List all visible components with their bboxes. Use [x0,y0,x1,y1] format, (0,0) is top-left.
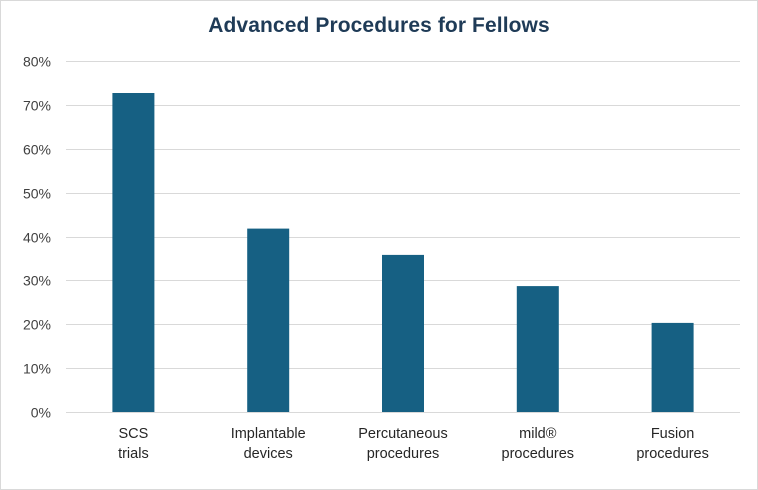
x-category-label-line: procedures [502,446,575,462]
bar-3 [516,286,559,412]
x-category-label-line: devices [244,446,293,462]
x-category-label-line: Fusion [651,426,695,442]
y-tick-label-80: 80% [23,54,51,70]
x-category-label-line: SCS [118,426,148,442]
x-category-label-line: mild® [519,426,557,442]
bar-1 [247,228,290,412]
chart-title: Advanced Procedures for Fellows [208,14,550,37]
x-category-label-line: Implantable [231,426,306,442]
y-tick-label-10: 10% [23,361,51,377]
y-tick-label-0: 0% [31,405,51,421]
y-tick-label-60: 60% [23,142,51,158]
x-category-label-line: procedures [367,446,440,462]
bar-0 [112,93,155,412]
x-axis-category-labels: SCS trials Implantable devices Percutaneous p… [118,426,709,462]
bar-4 [651,322,694,412]
x-category-label-line: Percutaneous [358,426,447,442]
y-tick-label-20: 20% [23,317,51,333]
y-axis-tick-labels: 0% 10% 20% 30% 40% 50% 60% 70% 80% [23,54,51,421]
x-category-label-4: Fusion procedures [636,426,709,462]
y-tick-label-40: 40% [23,230,51,246]
x-category-label-3: mild® procedures [502,426,575,462]
x-category-label-2: Percutaneous procedures [358,426,447,462]
bars [112,93,694,412]
x-category-label-line: procedures [636,446,709,462]
bar-2 [382,254,424,412]
y-tick-label-70: 70% [23,98,51,114]
x-category-label-1: Implantable devices [231,426,306,462]
x-category-label-line: trials [118,446,149,462]
y-tick-label-50: 50% [23,186,51,202]
x-category-label-0: SCS trials [118,426,149,462]
y-tick-label-30: 30% [23,273,51,289]
